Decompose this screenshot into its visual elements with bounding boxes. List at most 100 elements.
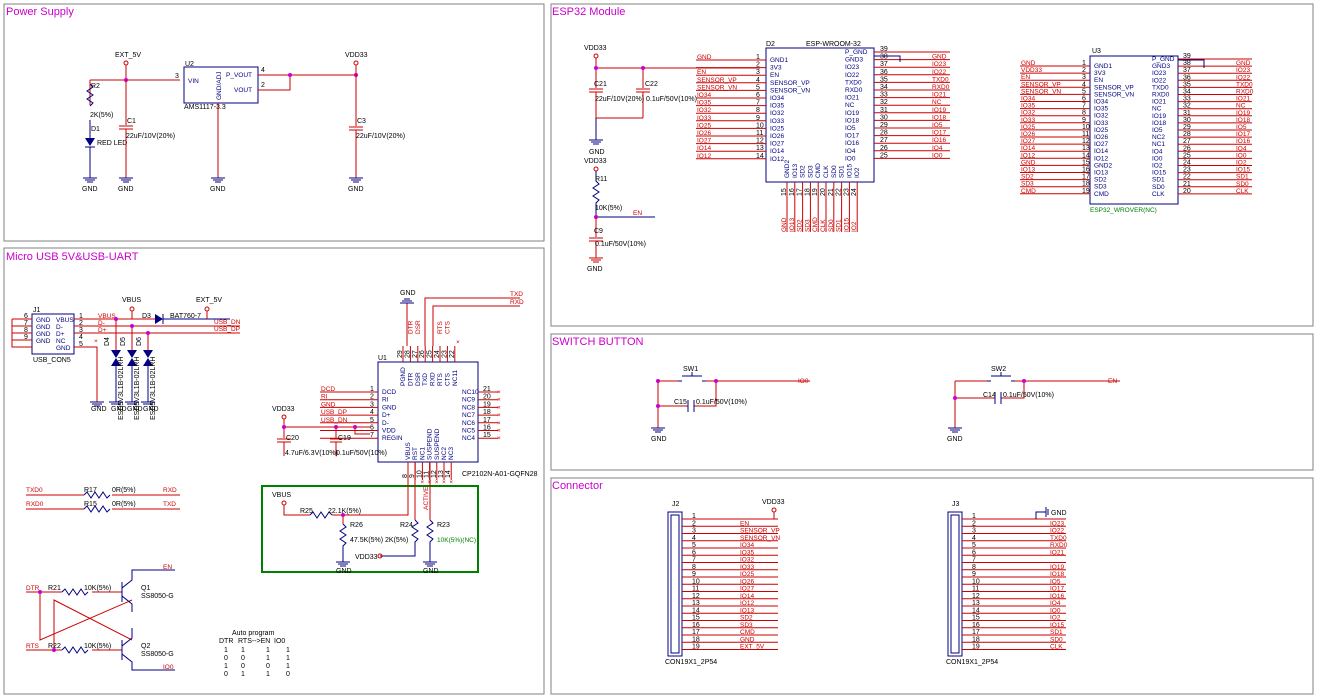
d2-left-pins: GND11GND3V32EN3ENSENSOR_VP4SENSOR_VPSENS… [696, 54, 810, 163]
u1-no-connect-mark: × [497, 412, 501, 419]
c1-value: 22uF/10V(20%) [126, 133, 175, 140]
u3-right-net-label: IO22 [1236, 74, 1250, 81]
j2-net-label: SD2 [740, 615, 753, 622]
c14-ref: C14 [983, 392, 996, 399]
u3-right-net-label: IO4 [1236, 145, 1247, 152]
r22-value: 10K(5%) [84, 643, 111, 650]
u1-left-pin-number: 2 [370, 394, 374, 401]
en-q1-label: EN [163, 564, 172, 571]
r23-ref: R23 [437, 522, 450, 529]
u1-left-pin-name: VDD [382, 428, 396, 435]
u3-right-net-label: IO15 [1236, 167, 1250, 174]
j2-net-label: IO27 [740, 586, 754, 593]
gnd-label-u1top: GND [400, 290, 416, 297]
j1-pin-label: D- [56, 324, 63, 331]
j2-pin-number: 2 [692, 520, 696, 527]
d2-right-pin-number: 28 [880, 130, 888, 137]
d2-right-net-label: IO17 [932, 130, 946, 137]
r23-value: 10K(5%)(NC) [437, 537, 476, 544]
vdd33-power-label: VDD33 [345, 52, 368, 59]
d2-right-net-label: GND [932, 54, 947, 61]
d2-bottom-pin-number: 23 [843, 188, 850, 196]
u3-left-pin-number: 14 [1082, 152, 1090, 159]
j3-net-label: IO19 [1050, 564, 1064, 571]
esd-diode-ground [125, 401, 139, 405]
u3-left-net-label: SD3 [1021, 181, 1034, 188]
j3-pin-number: 5 [972, 542, 976, 549]
switch-button-title: SWITCH BUTTON [552, 336, 644, 348]
auto-program-title: Auto program [232, 630, 275, 637]
r22-ref: R22 [48, 643, 61, 650]
d2-right-pin-name: TXD0 [845, 79, 862, 86]
d2-right-pin-number: 26 [880, 145, 888, 152]
usb-dp-j1-label: USB_DP [214, 326, 240, 333]
u1-bottom-no-connect: × [442, 479, 446, 486]
esd-diode-symbol [127, 350, 137, 366]
j3-header [947, 511, 963, 657]
u1-top-pin-number: 27 [412, 350, 419, 358]
vdd33-u1-label: VDD33 [272, 406, 295, 413]
j2-pin-number: 3 [692, 528, 696, 535]
j3-net-label: SD0 [1050, 636, 1063, 643]
r17-value: 0R(5%) [112, 487, 136, 494]
u2-pin-2: 2 [261, 82, 265, 89]
u1-right-pin-number: 15 [483, 432, 491, 439]
c21-ref: C21 [594, 81, 607, 88]
u3-right-pin-name: IO4 [1152, 148, 1163, 155]
j1-left-pin-number: 7 [24, 320, 28, 327]
u1-right-pin-name: NC10 [462, 389, 479, 396]
u3-left-pin-number: 7 [1082, 103, 1086, 110]
d2-left-pin-name: IO12 [770, 156, 784, 163]
u1-bottom-pin-number: 8 [402, 474, 409, 478]
j1-pin-label: GND [36, 331, 51, 338]
d2-left-pin-name: IO34 [770, 95, 784, 102]
u1-no-connect-mark: × [497, 420, 501, 427]
auto-table-cell: 0 [241, 655, 245, 662]
c19-value: 0.1uF/50V(10%) [336, 450, 387, 457]
u1-top-no-connect-mark: × [456, 339, 460, 346]
u3-left-pin-number: 5 [1082, 88, 1086, 95]
d2-right-net-label: IO22 [932, 69, 946, 76]
d2-left-pin-name: IO35 [770, 103, 784, 110]
u1-bottom-no-connect: × [420, 479, 424, 486]
j3-pin-number: 18 [972, 636, 980, 643]
d2-right-pin-name: RXD0 [845, 87, 863, 94]
c14-value: 0.1uF/50V(10%) [1003, 392, 1054, 399]
d2-bottom-pin-name: SD0 [831, 165, 838, 178]
u2-pin-3: 3 [175, 73, 179, 80]
j1-pin-label: GND [56, 345, 71, 352]
en-sw2-label: EN [1108, 378, 1117, 385]
u3-right-net-label: RXD0 [1236, 89, 1254, 96]
d2-left-pin-number: 9 [756, 115, 760, 122]
u2-ams1117 [183, 66, 259, 104]
j2-net-label: GND [740, 636, 755, 643]
d2-right-net-label: IO16 [932, 137, 946, 144]
r2-ref: R2 [91, 83, 100, 90]
d2-right-pin-name: GND3 [845, 57, 863, 64]
d2-bottom-net-label: IO2 [851, 221, 858, 232]
j2-net-label: IO32 [740, 557, 754, 564]
auto-reset-box [261, 485, 479, 573]
j2-pin-number: 13 [692, 600, 700, 607]
u1-left-pin-name: DCD [382, 389, 396, 396]
j3-pin-number: 3 [972, 528, 976, 535]
d2-right-pin-name: IO5 [845, 125, 856, 132]
u3-right-pin-number: 33 [1183, 96, 1191, 103]
u3-right-net-label: IO0 [1236, 152, 1247, 159]
u2-pin-pvout: P_VOUT [226, 72, 252, 79]
u3-ref: U3 [1092, 48, 1101, 55]
c22-value: 0.1uF/50V(10%) [646, 96, 697, 103]
u3-right-pin-number: 27 [1183, 138, 1191, 145]
j3-net-label: CLK [1050, 644, 1063, 651]
j2-pin-number: 4 [692, 535, 696, 542]
u1-right-pin-name: NC8 [462, 404, 475, 411]
j1-pin-label: NC [56, 338, 66, 345]
u1-left-pins: DCD1DCDRI2RIGND3GNDD+4USB_DPD-5USB_DNVDD… [320, 386, 403, 442]
r21-value: 10K(5%) [84, 585, 111, 592]
r26-ref: R26 [350, 522, 363, 529]
esd-diode-value: ESD5V3L1B-02LRH [134, 357, 141, 420]
u1-bottom-pin-name: RST [412, 447, 419, 460]
u3-left-net-label: SENSOR_VP [1021, 81, 1061, 88]
